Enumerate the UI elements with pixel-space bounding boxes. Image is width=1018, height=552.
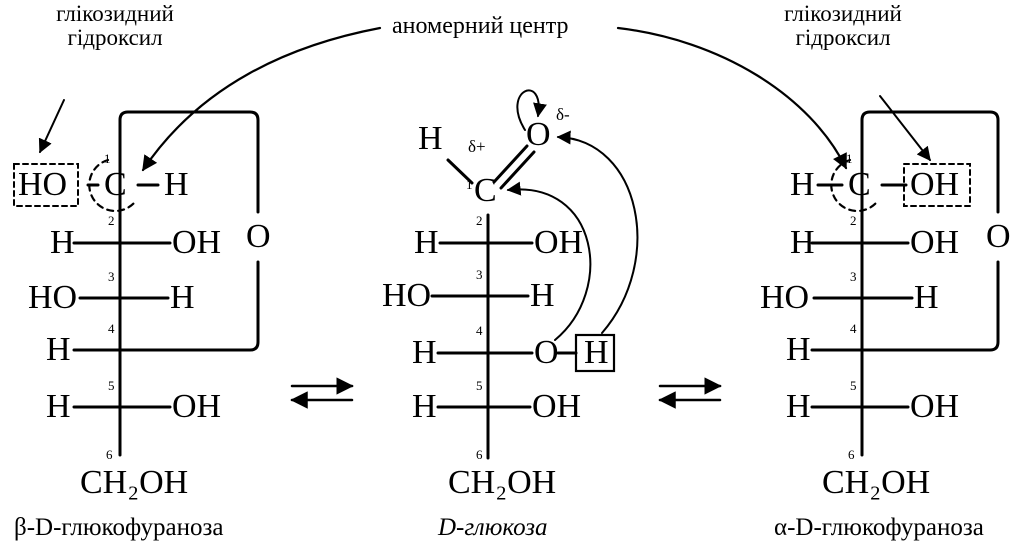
left-ring-top <box>118 110 260 214</box>
left-row3-right: H <box>170 279 195 316</box>
glycosidic-label-left: глікозидний гідроксил <box>40 1 190 51</box>
left-row3-left: HO <box>28 279 78 316</box>
middle-row3-num: 3 <box>476 267 483 282</box>
middle-c1-h-bond <box>446 158 474 185</box>
glycosidic-label-right: глікозидний гідроксил <box>768 1 918 51</box>
right-c1-left-group: H <box>790 166 815 203</box>
right-row2-left: H <box>790 224 815 261</box>
left-ring-bottom <box>118 260 260 352</box>
right-ring-bottom <box>860 260 1000 352</box>
right-row3-left: HO <box>760 279 810 316</box>
right-row2-right: OH <box>910 224 960 261</box>
middle-row4-left: H <box>412 334 437 371</box>
middle-c1-h: H <box>418 120 443 157</box>
left-ring-oxygen: O <box>246 218 271 255</box>
middle-row3-right: H <box>530 277 555 314</box>
right-structure-name: α-D-глюкофураноза <box>774 514 984 541</box>
middle-row4-oxygen: O <box>534 334 559 371</box>
left-c1-right-group: H <box>164 166 189 203</box>
middle-electron-arrow-top <box>516 89 547 131</box>
glycosidic-label-left-line2: гідроксил <box>67 25 163 51</box>
right-ring-oxygen: O <box>986 218 1011 255</box>
right-glycosidic-box <box>903 163 971 207</box>
middle-row2-num: 2 <box>476 213 483 228</box>
right-row6-num: 6 <box>848 447 855 462</box>
glycosidic-label-right-line1: глікозидний <box>784 1 902 26</box>
left-c1-left-group: HO <box>18 166 68 203</box>
middle-c1-number: 1 <box>466 177 473 192</box>
middle-row3-left: HO <box>382 277 432 314</box>
middle-row4-num: 4 <box>476 323 483 338</box>
middle-row2-left: H <box>414 224 439 261</box>
middle-delta-plus: δ+ <box>468 137 486 156</box>
middle-electron-arrow-inner <box>506 181 592 341</box>
left-row2-right: OH <box>172 224 222 261</box>
middle-row5-num: 5 <box>476 378 483 393</box>
right-tail-group: CH₂OH <box>822 464 931 501</box>
right-c1-number: 1 <box>846 151 853 166</box>
middle-carbonyl-oxygen: O <box>526 116 551 153</box>
left-row2-left: H <box>50 224 75 261</box>
right-row4-num: 4 <box>850 321 857 336</box>
left-row6-num: 6 <box>106 447 113 462</box>
middle-double-bond-b <box>499 150 536 190</box>
middle-c1-carbon: C <box>474 172 497 209</box>
middle-row2-right: OH <box>534 224 584 261</box>
middle-structure-name: D-глюкоза <box>438 514 548 541</box>
middle-row6-num: 6 <box>476 447 483 462</box>
left-glycosidic-arrow <box>38 99 65 154</box>
left-glycosidic-box <box>13 163 79 207</box>
left-tail-group: CH₂OH <box>80 464 189 501</box>
left-row5-right: OH <box>172 388 222 425</box>
glycosidic-label-left-line1: глікозидний <box>56 1 174 26</box>
middle-electron-arrow-outer <box>556 130 639 334</box>
glycosidic-label-right-line2: гідроксил <box>795 25 891 51</box>
left-row5-left: H <box>46 388 71 425</box>
right-ring-top <box>860 110 1000 214</box>
right-anomeric-arrow <box>616 26 848 170</box>
right-glycosidic-arrow <box>879 95 931 162</box>
right-row3-num: 3 <box>850 269 857 284</box>
left-c1-carbon: C <box>104 166 127 203</box>
left-anomeric-dashed-circle <box>88 158 136 213</box>
left-structure-name: β-D-глюкофураноза <box>14 514 224 541</box>
left-row4-left: H <box>46 331 71 368</box>
middle-row5-right: OH <box>532 388 582 425</box>
middle-tail-group: CH₂OH <box>448 464 557 501</box>
right-row4-left: H <box>786 331 811 368</box>
left-row2-num: 2 <box>108 213 115 228</box>
right-row5-num: 5 <box>850 378 857 393</box>
left-row5-num: 5 <box>108 378 115 393</box>
right-row5-left: H <box>786 388 811 425</box>
right-c1-carbon: C <box>848 166 871 203</box>
middle-delta-minus: δ- <box>556 105 570 124</box>
middle-proton-box <box>574 333 616 373</box>
left-row3-num: 3 <box>108 269 115 284</box>
anomeric-center-label: аномерний центр <box>392 13 569 39</box>
right-row5-right: OH <box>910 388 960 425</box>
middle-row5-left: H <box>412 388 437 425</box>
middle-row4-proton: H <box>584 334 609 371</box>
right-c1-right-group: OH <box>910 166 960 203</box>
right-row2-num: 2 <box>850 213 857 228</box>
left-anomeric-arrow <box>141 26 382 172</box>
middle-double-bond-a <box>492 144 529 184</box>
right-row3-right: H <box>914 279 939 316</box>
left-row4-num: 4 <box>108 321 115 336</box>
left-c1-number: 1 <box>104 151 111 166</box>
